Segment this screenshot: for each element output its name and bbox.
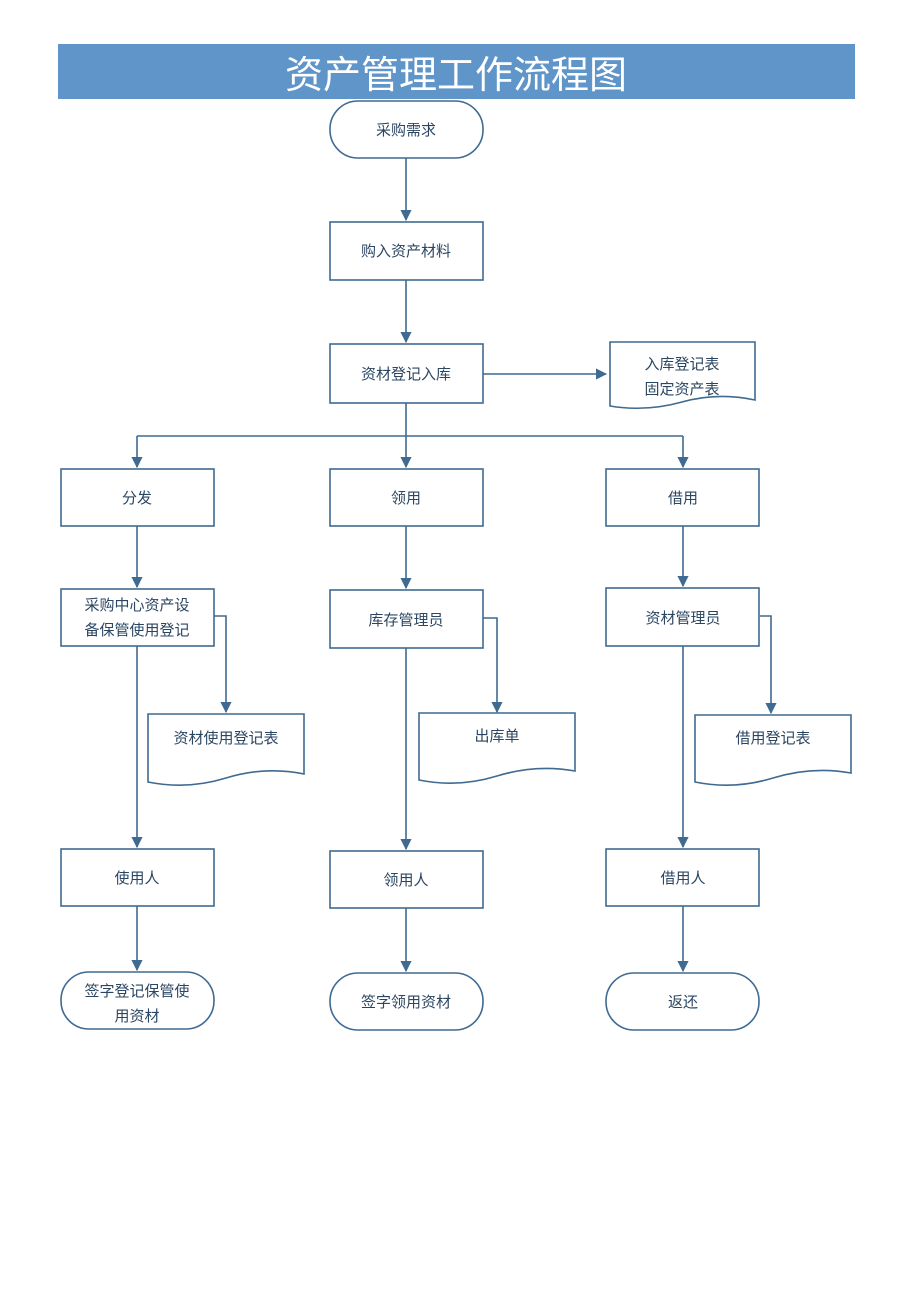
node-borrower: 借用人: [605, 848, 760, 907]
node-claim: 领用: [329, 468, 484, 527]
svg-text:分发: 分发: [122, 489, 152, 507]
svg-text:使用人: 使用人: [114, 869, 159, 887]
node-register-store: 资材登记入库: [329, 343, 484, 404]
title-bar: [58, 44, 855, 99]
edges: [131, 158, 777, 973]
svg-text:资材管理员: 资材管理员: [645, 609, 720, 627]
svg-text:返还: 返还: [668, 993, 698, 1011]
svg-text:采购需求: 采购需求: [376, 121, 436, 139]
end-sign-claim: 签字领用资材: [329, 972, 484, 1031]
node-borrow: 借用: [605, 468, 760, 527]
node-purchase-need: 采购需求: [329, 100, 484, 159]
doc-store-register: 入库登记表 固定资产表: [609, 341, 756, 410]
node-claimer: 领用人: [329, 850, 484, 909]
svg-text:采购中心资产设: 采购中心资产设: [84, 596, 189, 614]
svg-text:购入资产材料: 购入资产材料: [361, 242, 451, 260]
svg-text:领用人: 领用人: [383, 871, 428, 889]
svg-text:借用登记表: 借用登记表: [735, 729, 810, 747]
edge-manager-to-doc: [760, 615, 777, 715]
svg-text:签字登记保管使: 签字登记保管使: [84, 982, 189, 1000]
doc-outbound: 出库单: [418, 712, 576, 784]
svg-text:借用人: 借用人: [660, 869, 705, 887]
node-distribute: 分发: [60, 468, 215, 527]
svg-text:领用: 领用: [391, 489, 421, 507]
end-sign-custody: 签字登记保管使 用资材: [60, 971, 215, 1030]
svg-text:资材登记入库: 资材登记入库: [361, 365, 451, 383]
edge-custody-to-doc: [214, 615, 232, 714]
doc-borrow-register: 借用登记表: [694, 714, 852, 786]
svg-text:借用: 借用: [668, 489, 698, 507]
node-center-custody: 采购中心资产设 备保管使用登记: [60, 588, 215, 647]
svg-text:签字领用资材: 签字领用资材: [361, 993, 451, 1011]
svg-text:出库单: 出库单: [474, 727, 519, 745]
edge-stock-to-doc: [483, 617, 503, 714]
node-material-manager: 资材管理员: [605, 587, 760, 647]
svg-text:入库登记表: 入库登记表: [644, 355, 719, 373]
svg-text:固定资产表: 固定资产表: [644, 380, 719, 398]
node-stock-manager: 库存管理员: [329, 589, 484, 649]
svg-text:备保管使用登记: 备保管使用登记: [84, 621, 189, 639]
node-buy-materials: 购入资产材料: [329, 221, 484, 281]
page-title: 资产管理工作流程图: [285, 53, 627, 97]
svg-text:用资材: 用资材: [114, 1007, 159, 1025]
node-user: 使用人: [60, 848, 215, 907]
doc-usage-register: 资材使用登记表: [147, 713, 305, 786]
svg-text:资材使用登记表: 资材使用登记表: [173, 729, 278, 747]
svg-text:库存管理员: 库存管理员: [368, 611, 443, 629]
end-return: 返还: [605, 972, 760, 1031]
